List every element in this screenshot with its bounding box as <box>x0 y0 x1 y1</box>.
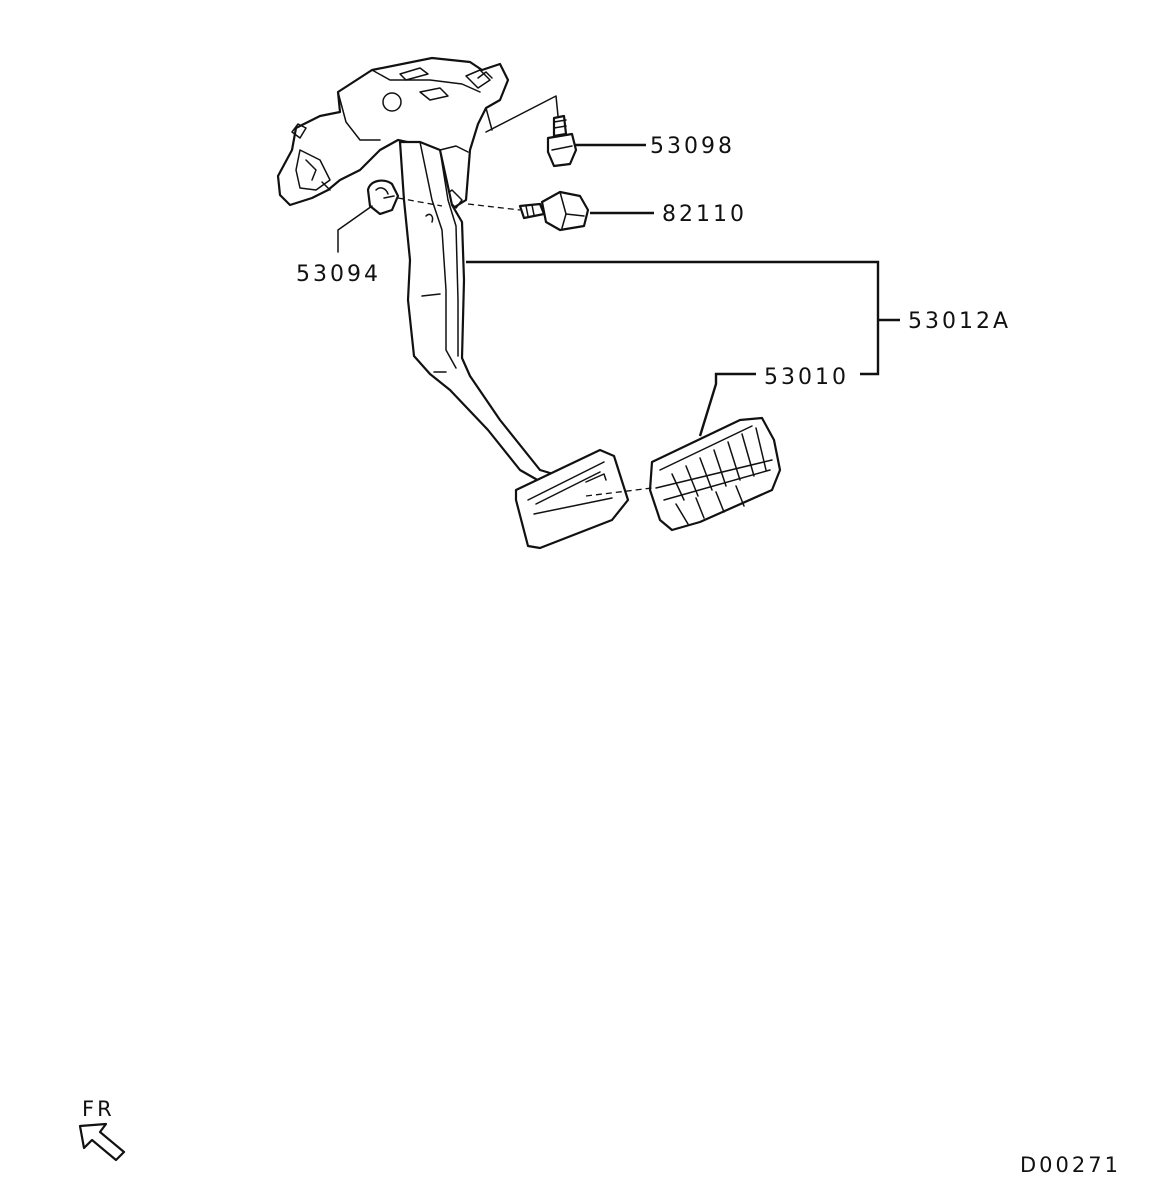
stop-lamp-switch-drawing <box>518 190 590 232</box>
callout-53010: 53010 <box>764 365 849 390</box>
pedal-plate-drawing <box>514 448 630 550</box>
leader-lines <box>337 95 900 437</box>
callout-53012A: 53012A <box>908 309 1011 334</box>
diagram-code: D00271 <box>1020 1153 1121 1177</box>
stopper-bolt-drawing <box>546 114 578 168</box>
assembly-lines <box>397 197 653 497</box>
pedal-pad-drawing <box>648 416 782 532</box>
pedal-arm-drawing <box>398 140 562 488</box>
front-direction-arrow-icon <box>78 1122 126 1162</box>
callout-53094: 53094 <box>296 262 381 287</box>
orientation-label: FR <box>82 1097 115 1121</box>
callout-82110: 82110 <box>662 202 747 227</box>
bushing-drawing <box>366 179 400 216</box>
orientation-indicator: FR <box>78 1097 126 1162</box>
callout-53098: 53098 <box>650 134 735 159</box>
pedal-bracket-drawing <box>276 56 510 212</box>
